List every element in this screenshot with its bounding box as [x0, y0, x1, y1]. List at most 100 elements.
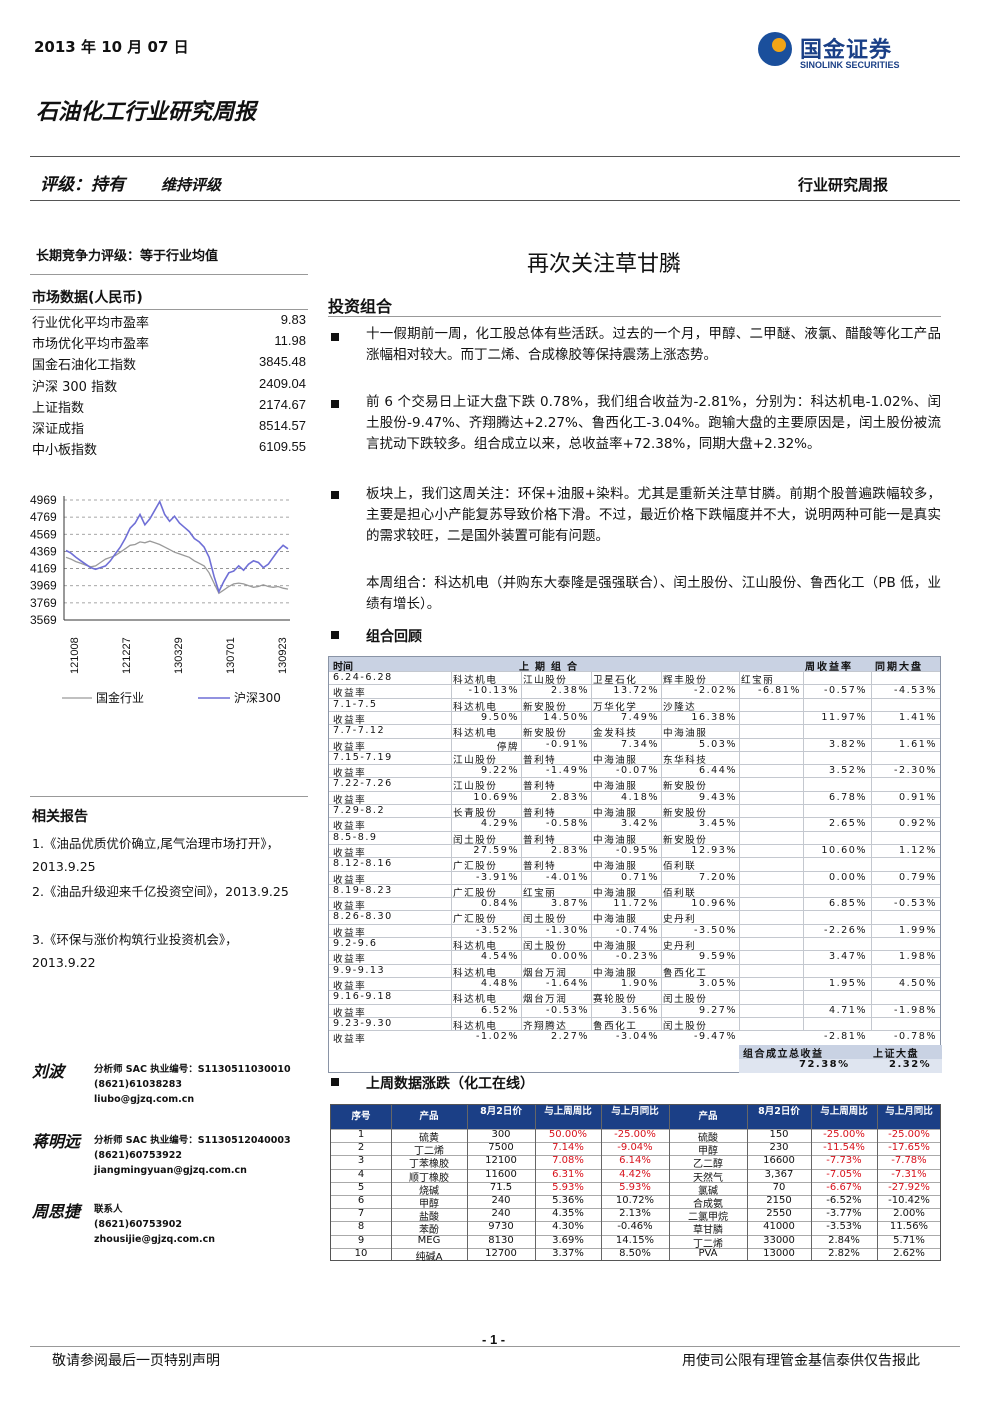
x-tick-label: 121008: [69, 637, 81, 674]
rating: 评级：持有 维持评级: [40, 170, 221, 195]
x-tick-label: 130923: [277, 637, 289, 674]
analyst-name: 蒋明远: [32, 1132, 81, 1151]
long-term-rating: 长期竞争力评级：等于行业均值: [36, 249, 219, 264]
series-line: [65, 499, 289, 594]
x-tick-label: 121227: [121, 637, 133, 674]
legend-label: 国金行业: [96, 690, 144, 705]
paragraph: 前 6 个交易日上证大盘下跌 0.78%，我们组合收益为-2.81%，分别为：科…: [366, 394, 941, 452]
analyst-name: 刘波: [32, 1062, 65, 1081]
total-return-label: 组合成立总收益 上证大盘: [739, 1045, 942, 1060]
bullet-icon: [331, 631, 339, 639]
y-tick-label: 4569: [30, 527, 57, 541]
rating-action: 维持评级: [161, 176, 222, 194]
legend-label: 沪深300: [234, 691, 281, 705]
bullet-icon: [331, 1078, 339, 1086]
table-row: 收益率停牌-0.91%7.34%5.03%3.82%1.61%: [329, 737, 940, 753]
analyst-info: 分析师 SAC 执业编号：S1130512040003(8621)6075392…: [94, 1135, 291, 1176]
x-tick-label: 130329: [173, 637, 185, 674]
rating-label: 评级：持有: [40, 175, 125, 195]
analyst-email[interactable]: liubo@gjzq.com.cn: [94, 1094, 195, 1105]
updown-heading: 上周数据涨跌（化工在线）: [366, 1076, 534, 1092]
divider: [30, 796, 308, 797]
analyst-email[interactable]: jiangmingyuan@gjzq.com.cn: [94, 1165, 247, 1176]
report-title: 石油化工行业研究周报: [36, 99, 257, 125]
usage-note: 用使司公限有理管金基信泰供仅告报此: [682, 1353, 920, 1369]
divider: [328, 316, 941, 317]
bullet-icon: [331, 400, 339, 408]
portfolio-heading: 投资组合: [328, 297, 393, 316]
divider: [30, 200, 960, 201]
divider: [30, 156, 960, 157]
x-tick-label: 130701: [225, 637, 237, 674]
bullet-icon: [331, 491, 339, 499]
y-tick-label: 3969: [30, 579, 57, 593]
paragraph: 本周组合：科达机电（并购东大泰隆是强强联合）、闰土股份、江山股份、鲁西化工（PB…: [366, 575, 941, 612]
report-date: 2013 年 10 月 07 日: [34, 38, 189, 56]
y-tick-label: 3569: [30, 613, 57, 627]
table-row: 收益率-1.02%2.27%-3.04%-9.47%-2.81%-0.78%: [329, 1030, 940, 1045]
divider: [30, 274, 308, 275]
y-tick-label: 4369: [30, 544, 57, 558]
logo-cn: 国金证券: [800, 38, 893, 63]
y-tick-label: 4969: [30, 493, 57, 507]
logo-en: SINOLINK SECURITIES: [800, 60, 900, 70]
divider: [30, 309, 308, 310]
analyst-email[interactable]: zhousijie@gjzq.com.cn: [94, 1234, 216, 1245]
related-report-link[interactable]: 1.《油品优质优价确立,尾气治理市场打开》，2013.9.25: [32, 836, 280, 874]
logo-mark-icon: [758, 32, 792, 66]
related-report-link[interactable]: 3.《环保与涨价构筑行业投资机会》，2013.9.22: [32, 932, 238, 970]
y-tick-label: 4769: [30, 510, 57, 524]
paragraph: 十一假期前一周，化工股总体有些活跃。过去的一个月，甲醇、二甲醚、液氯、醋酸等化工…: [366, 326, 941, 363]
table-header: 时间 上期组合 周收益率 同期大盘: [329, 657, 940, 673]
total-return-values: 72.38% 2.32%: [739, 1059, 942, 1073]
paragraph: 板块上，我们这周关注：环保+油服+染料。尤其是重新关注草甘膦。前期个股普遍跌幅较…: [366, 486, 941, 544]
related-report-link[interactable]: 2.《油品升级迎来千亿投资空间》，2013.9.25: [32, 884, 289, 899]
table-row: 收益率-3.52%-1.30%-0.74%-3.50%-2.26%1.99%: [329, 923, 940, 939]
bullet-icon: [331, 333, 339, 341]
page-number: - 1 -: [482, 1332, 506, 1347]
review-heading: 组合回顾: [366, 629, 422, 645]
report-type: 行业研究周报: [798, 176, 889, 194]
y-tick-label: 3769: [30, 596, 57, 610]
disclaimer-note: 敬请参阅最后一页特别声明: [52, 1353, 220, 1369]
market-data-title: 市场数据(人民币): [32, 290, 143, 306]
